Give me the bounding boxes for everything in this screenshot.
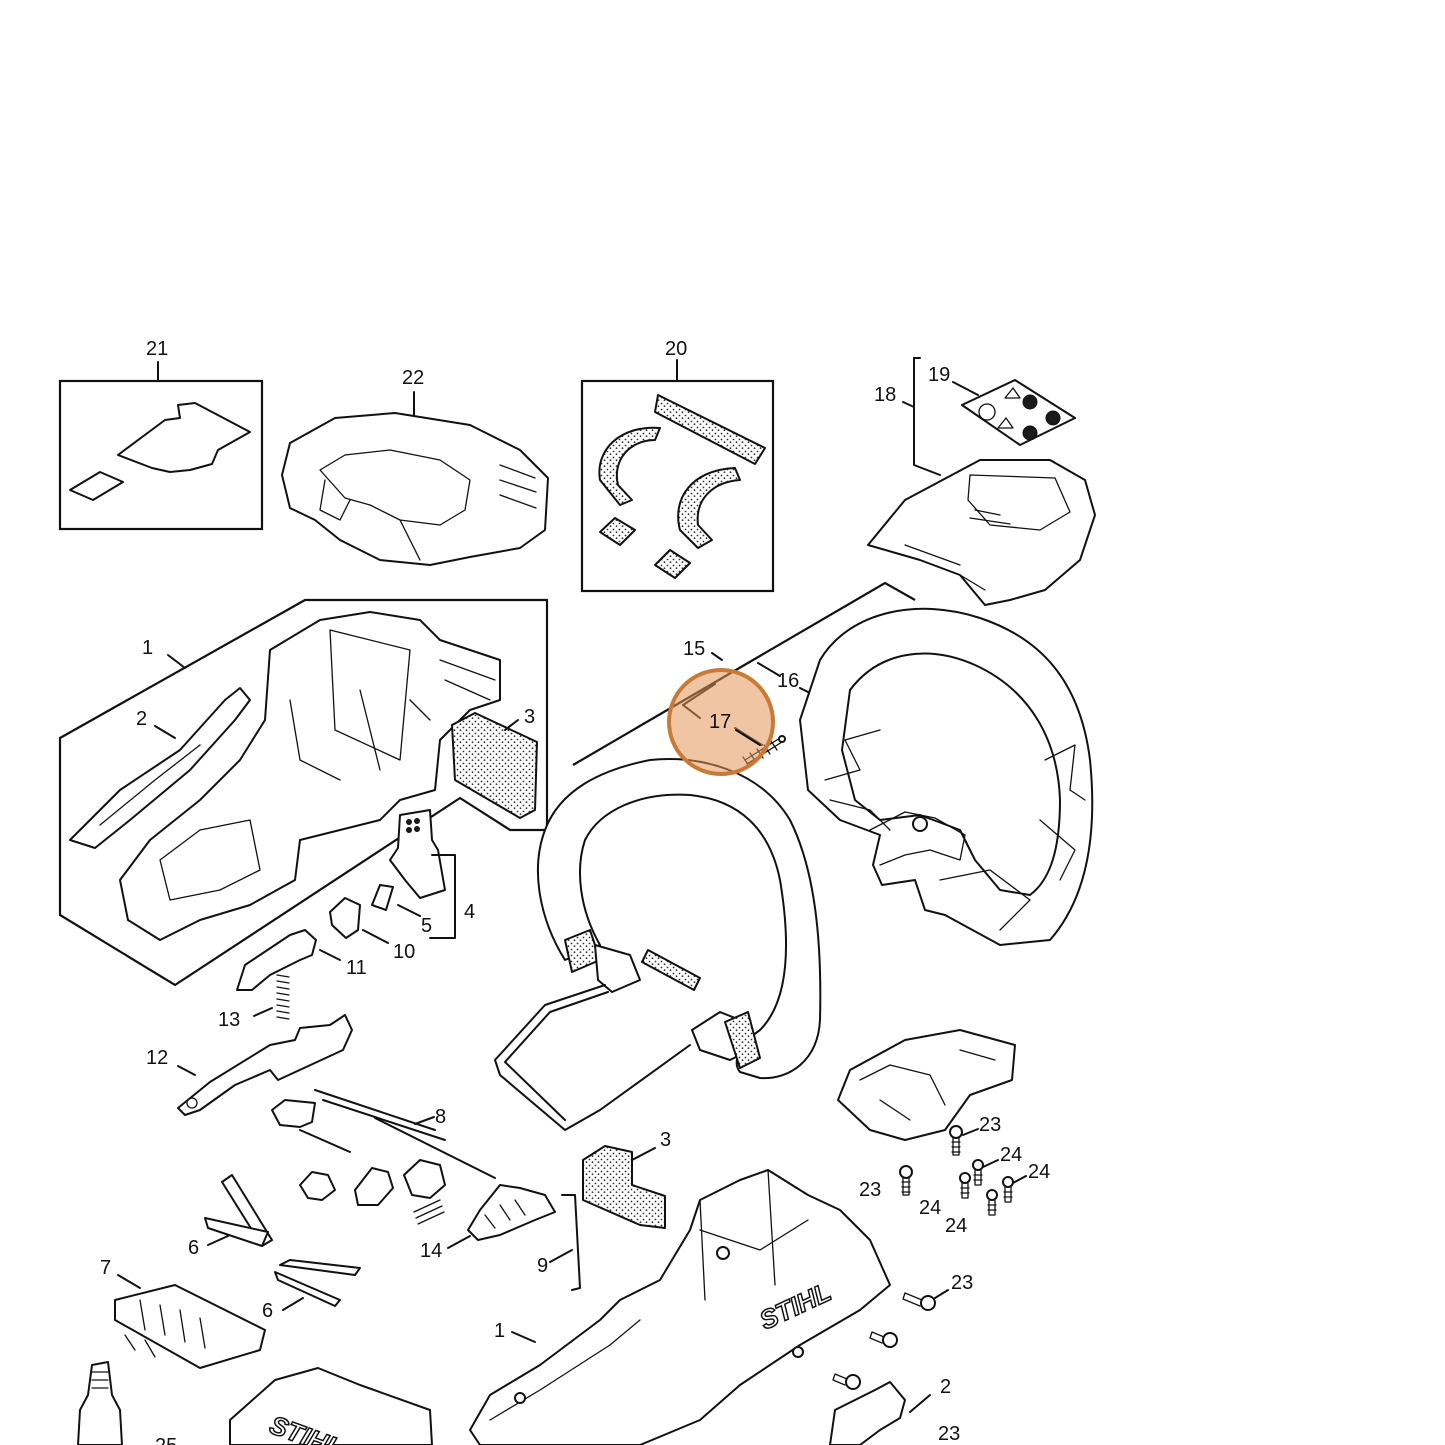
label-24-c: 24 xyxy=(919,1197,941,1219)
part-19-warning-label[interactable] xyxy=(961,379,1076,446)
label-1-lower: 1 xyxy=(494,1320,505,1342)
label-17: 17 xyxy=(709,711,731,733)
leader-3-upper xyxy=(504,719,519,731)
part-3-upper-foam[interactable] xyxy=(451,712,538,819)
label-22: 22 xyxy=(402,367,424,389)
leader-18 xyxy=(902,401,915,408)
leader-18-19 xyxy=(913,357,941,476)
label-3-upper: 3 xyxy=(524,706,535,728)
label-2-upper: 2 xyxy=(136,708,147,730)
label-19: 19 xyxy=(928,364,950,386)
screw-23-b[interactable] xyxy=(899,1165,913,1196)
label-7: 7 xyxy=(100,1257,111,1279)
label-14: 14 xyxy=(420,1240,442,1262)
part-6-clip-lower[interactable] xyxy=(274,1259,361,1311)
part-8-switch-kit[interactable] xyxy=(271,1089,496,1225)
highlight-callout-17[interactable]: 17 xyxy=(667,668,775,776)
screw-23-e[interactable] xyxy=(832,1373,861,1390)
part-14-lever-guide[interactable] xyxy=(447,1184,556,1249)
label-5: 5 xyxy=(421,915,432,937)
screw-23-c[interactable] xyxy=(902,1289,949,1311)
part-1-lower-housing[interactable]: STIHL xyxy=(469,1169,891,1445)
label-24-a: 24 xyxy=(1000,1144,1022,1166)
label-9: 9 xyxy=(537,1255,548,1277)
label-12: 12 xyxy=(146,1047,168,1069)
label-18: 18 xyxy=(874,384,896,406)
label-6-lower: 6 xyxy=(262,1300,273,1322)
label-20: 20 xyxy=(665,338,687,360)
label-16: 16 xyxy=(777,670,799,692)
part-16-rear-handle-frame[interactable] xyxy=(799,607,1094,946)
part-22-shroud[interactable] xyxy=(281,391,549,566)
label-11: 11 xyxy=(346,957,367,979)
part-20-foam-kit[interactable] xyxy=(580,359,775,593)
label-6-upper: 6 xyxy=(188,1237,199,1259)
screw-24-d[interactable] xyxy=(986,1189,998,1216)
part-25-grease-tube[interactable] xyxy=(77,1361,123,1445)
leader-2-upper xyxy=(154,725,176,739)
part-12-trigger-lever[interactable] xyxy=(177,1014,353,1116)
part-2-lower-side-rail[interactable] xyxy=(829,1381,931,1445)
label-10: 10 xyxy=(393,941,415,963)
part-10-throttle-latch[interactable] xyxy=(329,897,389,944)
label-25: 25 xyxy=(155,1435,177,1445)
screw-24-c[interactable] xyxy=(1002,1175,1027,1203)
battery-cover[interactable]: STIHL xyxy=(229,1367,433,1445)
leader-19 xyxy=(952,381,979,396)
label-24-d: 24 xyxy=(945,1215,967,1237)
intake-plate[interactable] xyxy=(837,1029,1016,1141)
label-23-b: 23 xyxy=(859,1179,881,1201)
label-23-a: 23 xyxy=(979,1114,1001,1136)
label-24-b: 24 xyxy=(1028,1161,1050,1183)
part-3-lower-foam[interactable] xyxy=(582,1145,666,1229)
label-15: 15 xyxy=(683,638,705,660)
label-8: 8 xyxy=(435,1106,446,1128)
leader-1-upper xyxy=(167,654,186,669)
label-13: 13 xyxy=(218,1009,240,1031)
screw-24-a[interactable] xyxy=(972,1159,999,1186)
screw-23-d[interactable] xyxy=(869,1331,898,1348)
part-1-upper-housing-group[interactable] xyxy=(58,598,549,987)
label-4: 4 xyxy=(464,901,475,923)
part-4-switch-assembly[interactable] xyxy=(389,809,456,939)
label-23-c: 23 xyxy=(951,1272,973,1294)
part-13-spring[interactable] xyxy=(253,974,290,1020)
label-2-lower: 2 xyxy=(940,1376,951,1398)
label-21: 21 xyxy=(146,338,168,360)
label-23-d: 23 xyxy=(938,1423,960,1445)
screw-23-a[interactable] xyxy=(949,1125,979,1156)
part-9-wire-rod[interactable] xyxy=(549,1194,581,1291)
part-18-top-cover[interactable] xyxy=(867,459,1096,606)
label-1-upper: 1 xyxy=(142,637,153,659)
part-7-terminal-block[interactable] xyxy=(114,1274,266,1369)
part-21-gasket-kit[interactable] xyxy=(58,361,264,531)
part-5-switch-slider[interactable] xyxy=(371,884,421,917)
label-3-lower: 3 xyxy=(660,1129,671,1151)
callout-labels: 21 22 20 19 18 1 2 3 15 16 4 5 10 11 13 … xyxy=(100,338,1050,1445)
part-11-throttle-trigger[interactable] xyxy=(236,929,341,991)
front-handle-bow[interactable] xyxy=(494,758,822,1131)
part-6-clip-upper[interactable] xyxy=(204,1174,273,1247)
screw-24-b[interactable] xyxy=(959,1172,971,1199)
part-2-upper-side-rail[interactable] xyxy=(69,687,251,849)
